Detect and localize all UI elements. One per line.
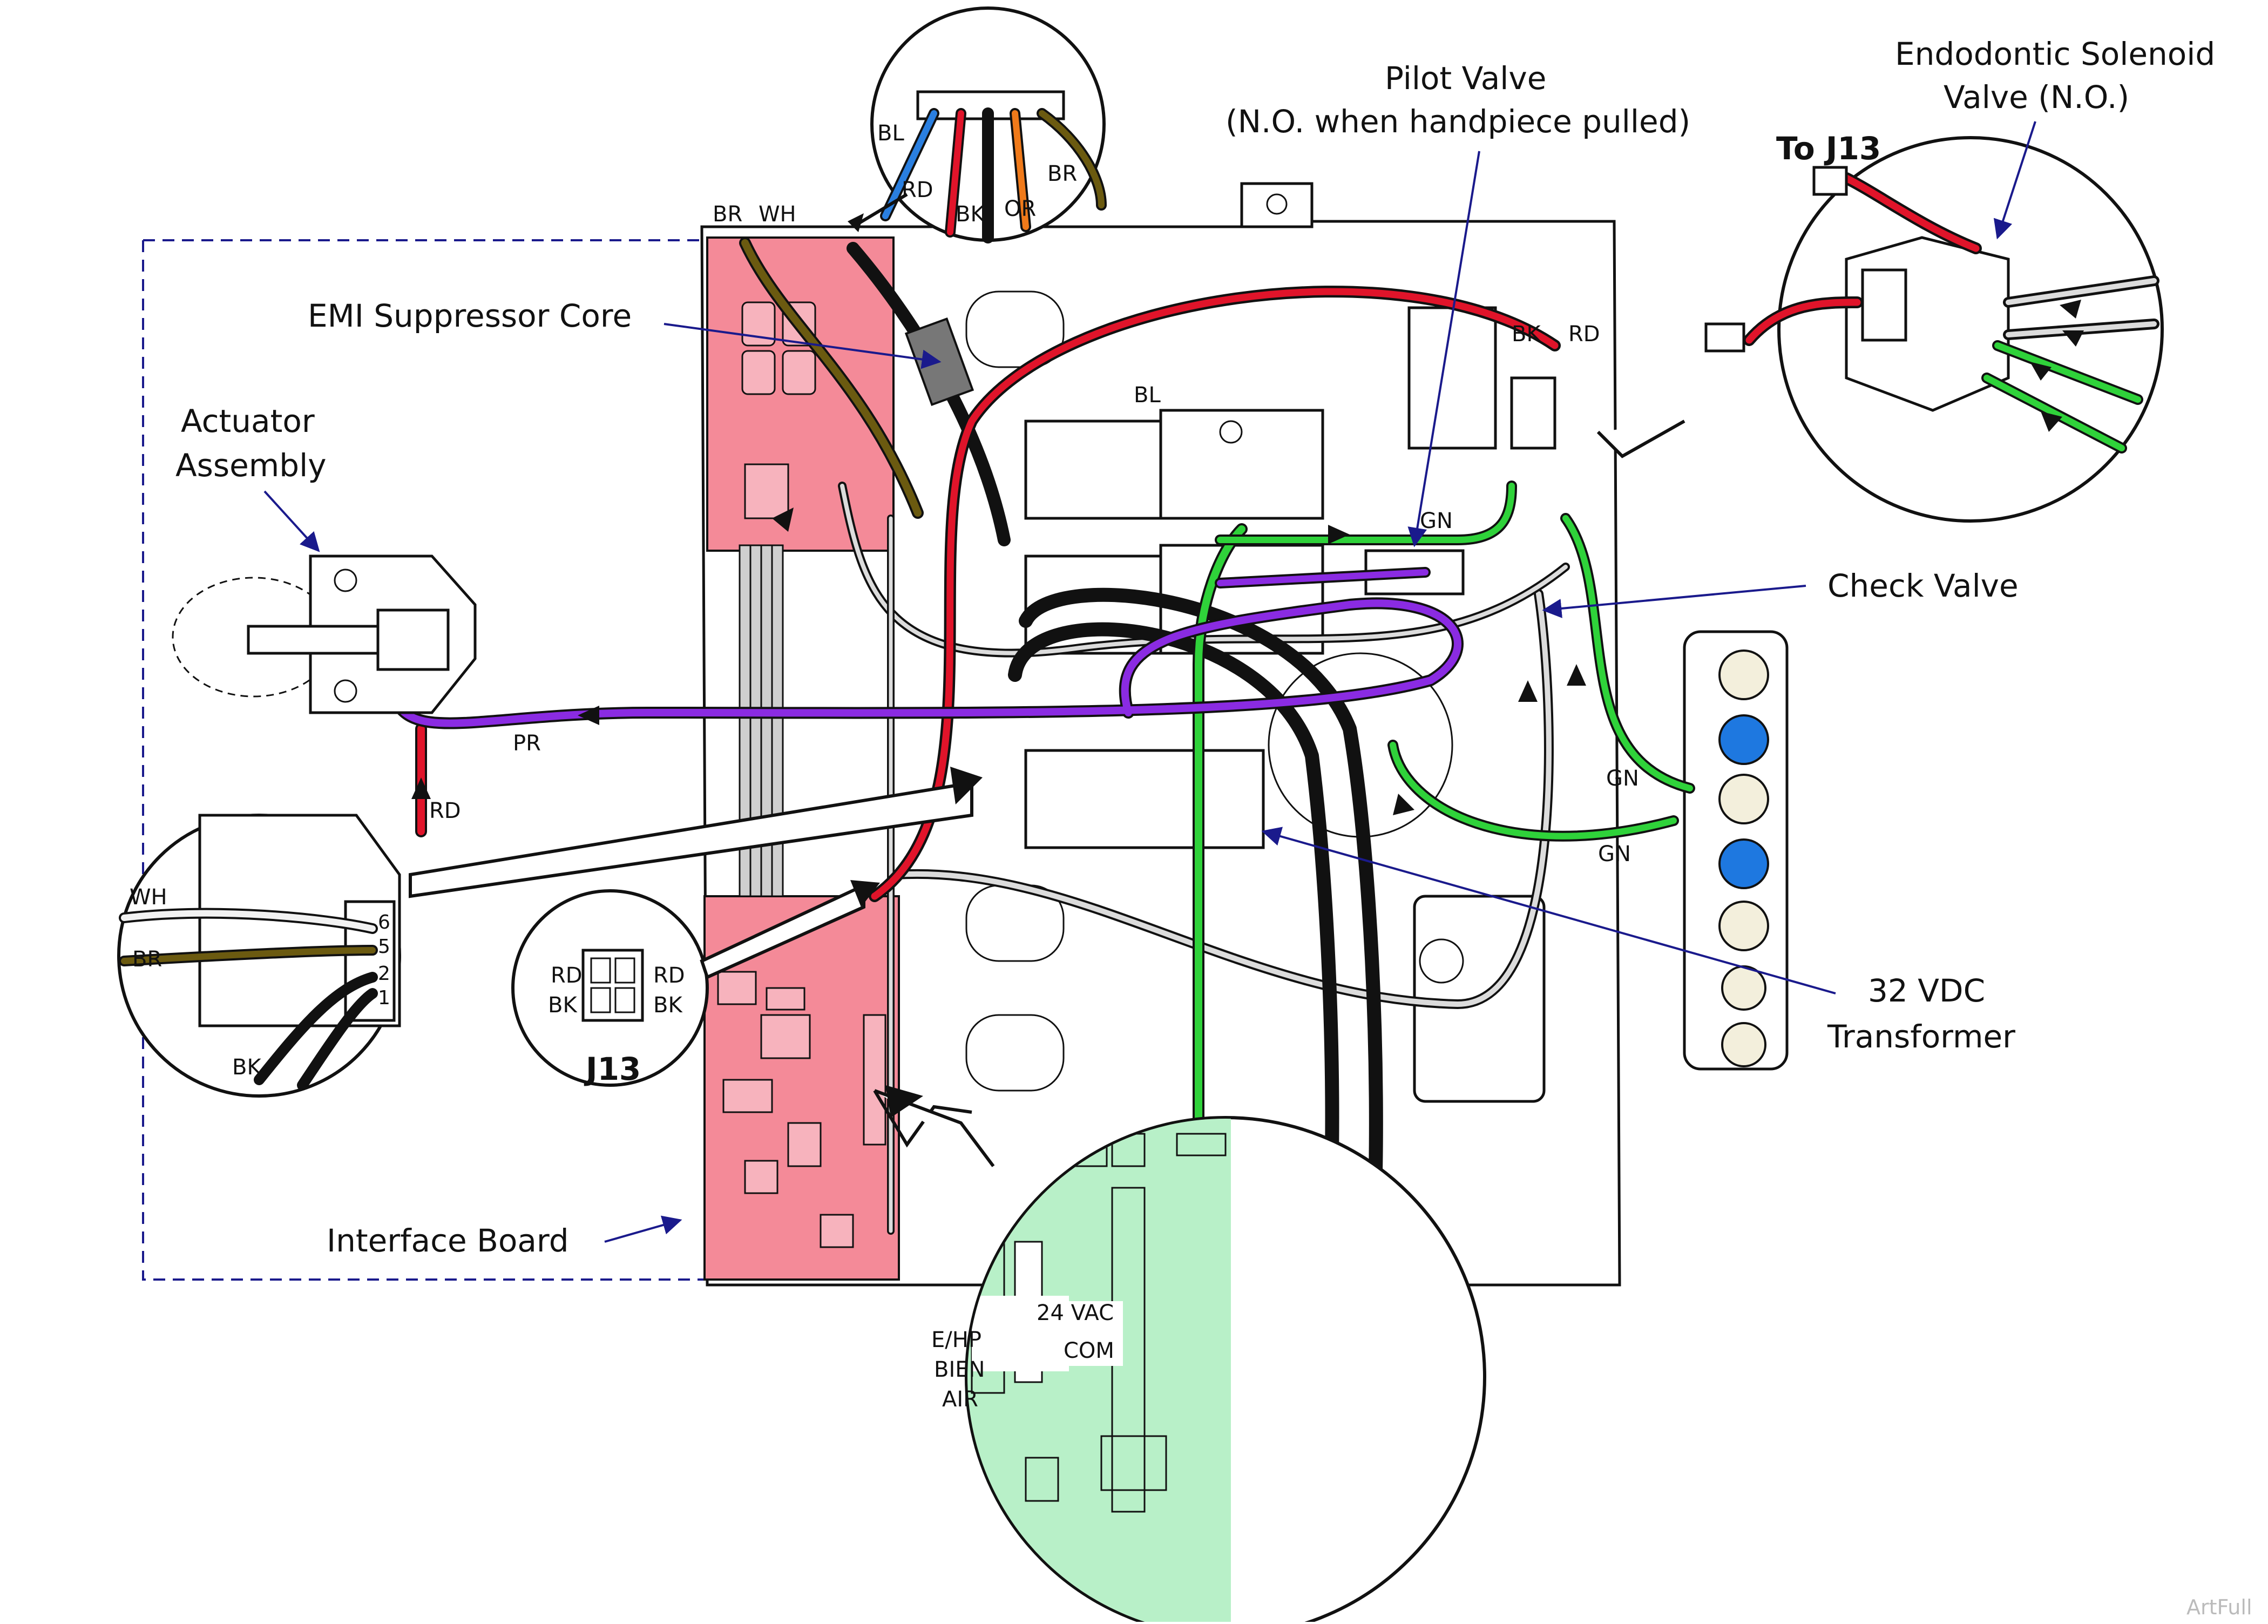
wire-label-rd-actuator: RD xyxy=(429,799,461,823)
wire-label-br-board: BR xyxy=(713,202,742,227)
callout-leaders xyxy=(263,121,2036,1243)
check-valve-label: Check Valve xyxy=(1827,567,2019,604)
to-j13-label: To J13 xyxy=(1776,130,1881,167)
wire-label-bk-j13-right: BK xyxy=(653,993,683,1018)
chassis-slot xyxy=(965,1014,1065,1092)
chassis-screw xyxy=(1266,193,1288,215)
wire-label-bl-top: BL xyxy=(877,121,904,146)
pin-label: 1 xyxy=(378,987,390,1009)
inset-j13 xyxy=(511,880,880,1087)
chassis-slot xyxy=(965,290,1065,368)
wire-label-gn-right1: GN xyxy=(1606,766,1639,791)
air-label: AIR xyxy=(942,1387,978,1412)
chassis-screw-plate xyxy=(1240,182,1314,228)
purple-wire xyxy=(388,567,1464,729)
button-cream-3 xyxy=(1718,901,1769,951)
pin-label: 2 xyxy=(378,963,390,985)
wire-label-br-top: BR xyxy=(1047,161,1077,186)
wire-label-bk-inset: BK xyxy=(232,1055,262,1080)
flow-arrows xyxy=(411,508,1586,815)
toggle-knob-2 xyxy=(1721,1022,1766,1067)
wire-label-bk-pilot: BK xyxy=(1512,322,1541,347)
button-cream-1 xyxy=(1718,649,1769,700)
power-board-components xyxy=(741,301,816,519)
transformer xyxy=(1024,749,1265,849)
pin-label: 5 xyxy=(378,936,390,958)
vac24-label: 24 VAC xyxy=(1037,1301,1114,1325)
endo-solenoid-label-line2: Valve (N.O.) xyxy=(1944,79,2129,116)
wire-label-gn-right2: GN xyxy=(1598,842,1631,867)
pilot-valve-label-line1: Pilot Valve xyxy=(1385,60,1546,97)
button-cream-2 xyxy=(1718,774,1769,824)
inset-actuator-connector xyxy=(117,767,983,1098)
endo-solenoid-label-line1: Endodontic Solenoid xyxy=(1895,36,2215,72)
toggle-knob-1 xyxy=(1721,965,1766,1011)
control-button-panel xyxy=(1683,630,1789,1071)
wire-label-gn-pilot: GN xyxy=(1420,509,1453,533)
com-label: COM xyxy=(1064,1338,1114,1363)
wire-label-wh-inset: WH xyxy=(130,885,167,910)
wire-label-bk-j13-left: BK xyxy=(548,993,578,1018)
watermark: ArtFull xyxy=(2186,1595,2252,1619)
wire-label-rd-j13-left: RD xyxy=(551,963,583,988)
wire-label-bk-top: BK xyxy=(956,202,985,227)
wire-label-br-inset: BR xyxy=(132,947,162,972)
bien-label: BIEN xyxy=(934,1357,985,1382)
ehp-label: E/HP xyxy=(931,1328,981,1352)
ribbon-cable xyxy=(739,544,784,897)
emi-suppressor-label: EMI Suppressor Core xyxy=(308,297,632,334)
wire-label-or-top: OR xyxy=(1004,197,1036,221)
transformer-label-line2: Transformer xyxy=(1827,1018,2015,1055)
dashed-enclosure xyxy=(142,239,707,1281)
j13-label: J13 xyxy=(584,1051,641,1087)
button-blue-1 xyxy=(1718,714,1769,765)
inset-endodontic-solenoid xyxy=(1596,136,2164,523)
wire-label-rd-pilot: RD xyxy=(1568,322,1600,347)
transformer-label-line1: 32 VDC xyxy=(1868,972,1985,1009)
brown-wires xyxy=(739,237,924,519)
wire-label-rd-j13-right: RD xyxy=(653,963,685,988)
wire-label-rd-top: RD xyxy=(902,178,933,202)
actuator-label-line2: Assembly xyxy=(175,447,327,484)
wire-label-bl-valve: BL xyxy=(1134,383,1161,408)
wire-label-pr: PR xyxy=(513,731,541,756)
pilot-valve xyxy=(1364,306,1556,596)
wire-label-wh-board: WH xyxy=(759,202,796,227)
actuator-assembly xyxy=(172,554,477,714)
actuator-label-line1: Actuator xyxy=(181,403,315,439)
green-wires xyxy=(1193,481,1695,1183)
inset-top-connector xyxy=(848,6,1107,243)
button-blue-2 xyxy=(1718,838,1769,889)
interface-board-components xyxy=(717,971,886,1248)
pilot-valve-label-line2: (N.O. when handpiece pulled) xyxy=(1226,103,1690,140)
pin-label: 6 xyxy=(378,911,390,933)
interface-board-label: Interface Board xyxy=(327,1222,569,1259)
